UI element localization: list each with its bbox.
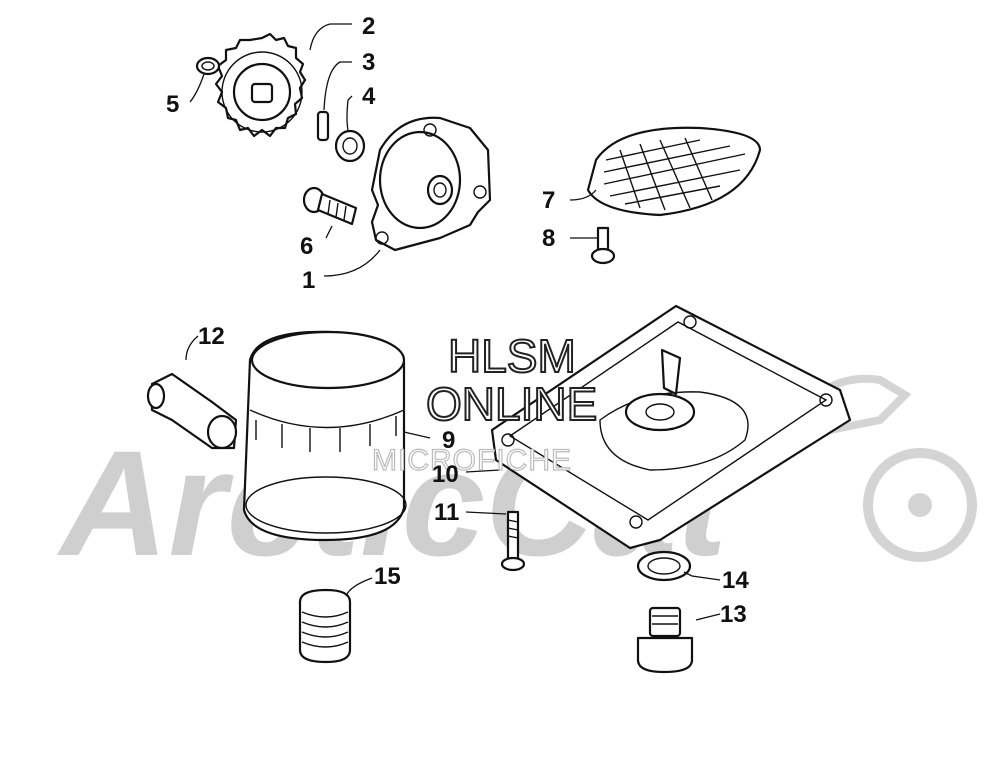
leader-1	[323, 249, 381, 277]
leader-7	[569, 189, 597, 201]
callout-labels: 2 3 4 5 6 1 7 8 12 9 10 11 15 14 13	[166, 13, 749, 628]
watermark-line3: MICROFICHE	[372, 444, 572, 477]
callout-13: 13	[720, 601, 747, 628]
callout-14: 14	[722, 567, 749, 594]
leader-5	[189, 73, 205, 103]
leader-3	[323, 61, 352, 111]
part-filter-nipple	[298, 588, 352, 664]
callout-7: 7	[542, 187, 555, 214]
callout-12: 12	[198, 323, 225, 350]
leader-12	[185, 335, 199, 361]
callout-11: 11	[434, 499, 459, 526]
leader-13	[695, 613, 721, 621]
watermark-hub	[908, 493, 932, 517]
part-oil-strainer	[586, 126, 762, 217]
callout-2: 2	[362, 13, 375, 40]
watermark-wheel	[863, 448, 977, 562]
part-snap-ring	[195, 56, 221, 76]
callout-5: 5	[166, 91, 179, 118]
part-pin	[316, 110, 330, 142]
watermark-hlsm: HLSM ONLINE MICROFICHE	[371, 329, 598, 478]
watermark-line1: HLSM	[448, 330, 576, 382]
leader-4	[346, 95, 353, 131]
part-sprocket	[214, 32, 307, 138]
part-drain-plug	[636, 606, 694, 674]
watermark-line2: ONLINE	[426, 378, 597, 430]
part-oil-filter	[242, 330, 407, 542]
part-bolt-11	[500, 510, 526, 572]
part-washer	[334, 129, 366, 163]
part-oil-pan	[490, 304, 852, 550]
part-screw-8	[590, 226, 616, 265]
callout-10: 10	[432, 461, 459, 488]
callout-15: 15	[374, 563, 401, 590]
callout-8: 8	[542, 225, 555, 252]
callout-1: 1	[302, 267, 315, 294]
part-drain-gasket	[636, 550, 692, 582]
leader-lines	[185, 23, 721, 621]
leader-15	[345, 577, 373, 597]
callout-9: 9	[442, 427, 455, 454]
part-oil-pump	[370, 116, 492, 252]
leader-6	[325, 225, 333, 239]
callout-6: 6	[300, 233, 313, 260]
leader-2	[309, 23, 352, 51]
leader-10	[465, 469, 501, 473]
callout-4: 4	[362, 83, 376, 110]
leader-11	[465, 511, 507, 515]
leader-14	[683, 571, 721, 581]
part-bolt-6	[302, 186, 358, 226]
callout-3: 3	[362, 49, 375, 76]
leader-9	[403, 431, 431, 439]
part-pressure-switch	[146, 372, 238, 450]
